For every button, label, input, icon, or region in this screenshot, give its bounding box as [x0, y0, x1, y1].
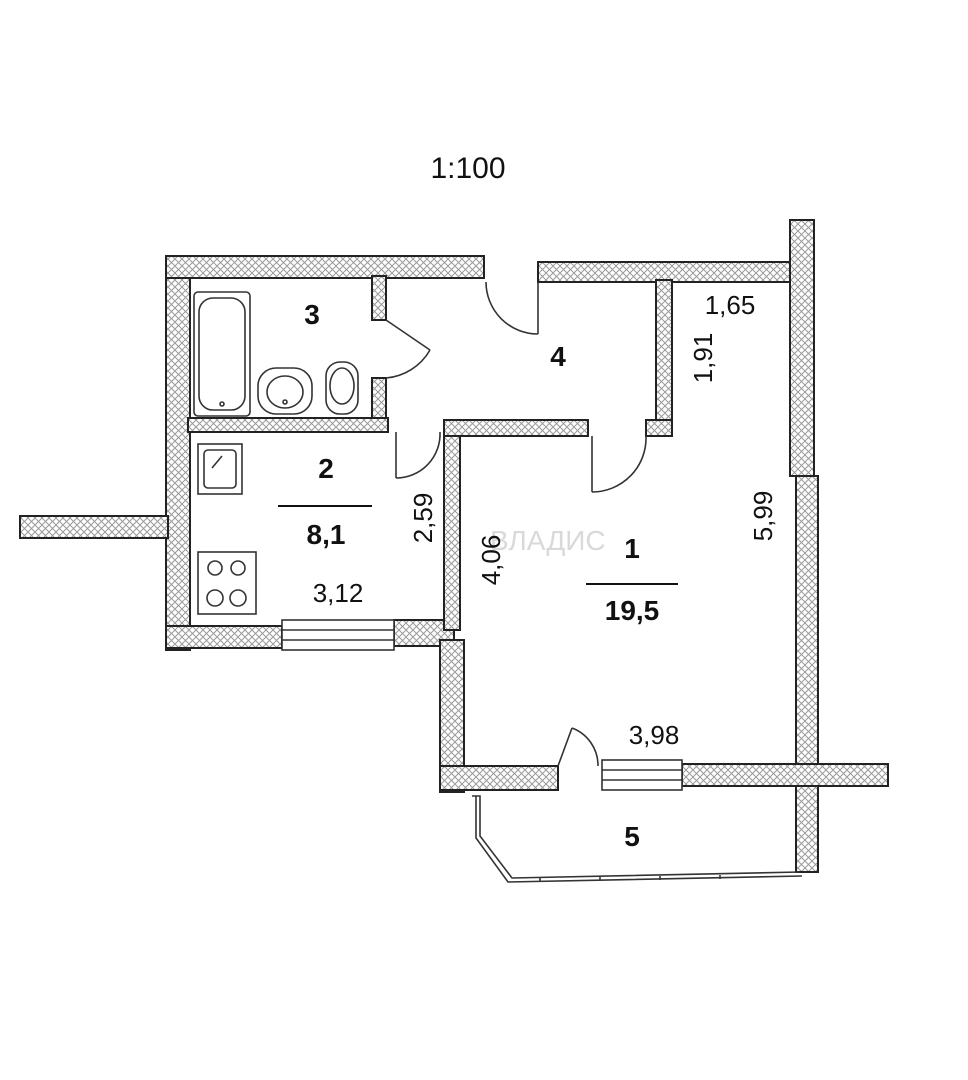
stove-icon — [197, 551, 257, 615]
room-labels: 1 19,5 2 8,1 3 4 5 — [278, 299, 678, 852]
dim-room-depth: 4,06 — [476, 535, 506, 586]
fixtures — [193, 291, 359, 615]
dim-hall-width: 1,65 — [705, 290, 756, 320]
windows — [281, 619, 683, 791]
toilet-icon — [325, 361, 359, 415]
room-1-number: 1 — [624, 533, 640, 564]
dim-kitchen-width: 3,12 — [313, 578, 364, 608]
washbasin-icon — [257, 367, 313, 415]
sink-icon — [197, 443, 243, 495]
dim-kitchen-depth: 2,59 — [408, 493, 438, 544]
dim-room-width: 3,98 — [629, 720, 680, 750]
room-5-number: 5 — [624, 821, 640, 852]
walls — [19, 219, 889, 873]
dim-room-length: 5,99 — [748, 491, 778, 542]
scale-label: 1:100 — [430, 152, 505, 185]
dim-hall-depth: 1,91 — [688, 333, 718, 384]
room-2-area: 8,1 — [307, 519, 346, 550]
room-3-number: 3 — [304, 299, 320, 330]
dimension-labels: 1,65 1,91 5,99 4,06 3,98 2,59 3,12 — [313, 290, 778, 750]
room-4-number: 4 — [550, 341, 566, 372]
room-2-number: 2 — [318, 453, 334, 484]
doors — [385, 281, 647, 767]
room-1-area: 19,5 — [605, 595, 660, 626]
balcony — [472, 795, 803, 883]
watermark: ВЛАДИС — [490, 525, 606, 556]
bathtub-icon — [193, 291, 251, 417]
